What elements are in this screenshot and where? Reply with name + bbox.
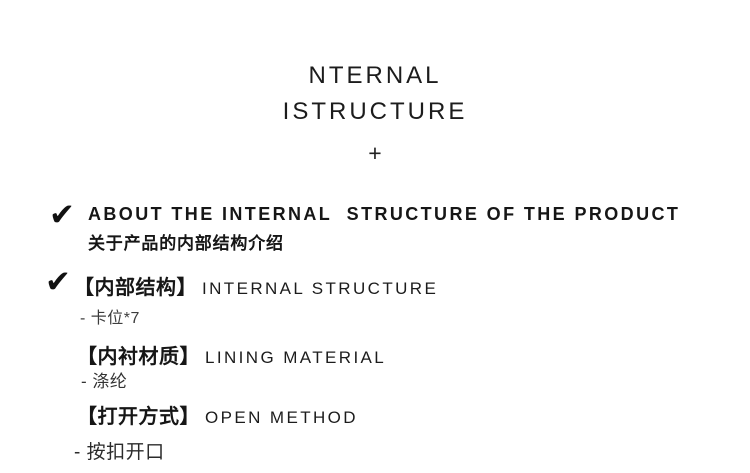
spec-detail-slots: - 卡位*7 (80, 310, 140, 327)
spec-label-en: INTERNAL STRUCTURE (202, 279, 439, 298)
check-icon: ✔ (49, 197, 75, 232)
spec-heading-lining-material: 【内衬材质】 LINING MATERIAL (77, 340, 386, 369)
spec-label-en: LINING MATERIAL (205, 348, 387, 367)
spec-label-zh: 【内衬材质】 (77, 346, 200, 368)
about-heading-zh: 关于产品的内部结构介绍 (88, 234, 284, 253)
spec-heading-internal-structure: 【内部结构】 INTERNAL STRUCTURE (74, 271, 438, 300)
spec-detail-polyester: - 涤纶 (81, 372, 128, 391)
about-heading-en: ABOUT THE INTERNAL STRUCTURE OF THE PROD… (88, 204, 681, 224)
spec-detail-snap-opening: - 按扣开口 (74, 442, 165, 463)
page-title-line-2: ISTRUCTURE (282, 98, 468, 125)
spec-label-en: OPEN METHOD (205, 408, 358, 427)
spec-label-zh: 【打开方式】 (77, 406, 200, 428)
check-icon: ✔ (45, 264, 71, 299)
plus-divider: + (368, 140, 382, 166)
spec-label-zh: 【内部结构】 (74, 277, 197, 299)
spec-heading-open-method: 【打开方式】 OPEN METHOD (77, 400, 358, 429)
page-title-line-1: NTERNAL (308, 62, 442, 89)
